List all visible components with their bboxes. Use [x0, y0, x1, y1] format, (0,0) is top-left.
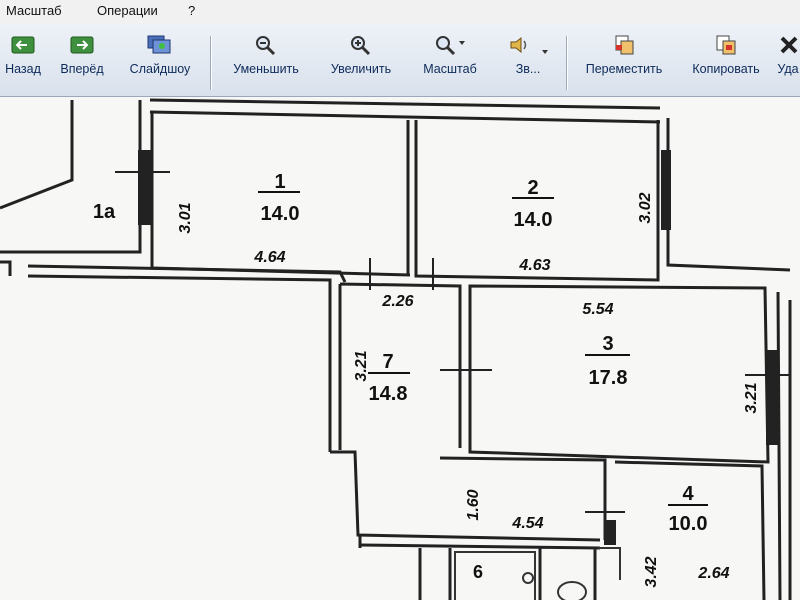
dimension-label: 5.54	[582, 301, 613, 318]
delete-icon	[780, 36, 798, 54]
move-icon	[615, 35, 634, 55]
zoom-out-icon	[256, 36, 276, 56]
move-label: Переместить	[585, 62, 663, 76]
room-1-area: 14.0	[261, 203, 300, 225]
scale-label: Масштаб	[423, 62, 477, 76]
forward-icon	[70, 36, 94, 54]
forward-button[interactable]: Вперёд	[52, 32, 112, 92]
zoom-in-icon	[351, 36, 371, 56]
room-3-area: 17.8	[589, 367, 628, 389]
menu-bar: Масштаб Операции ?	[0, 0, 800, 25]
dimension-label: 3.42	[643, 556, 660, 587]
room-1a-number: 1а	[93, 201, 116, 223]
menu-item-scale[interactable]: Масштаб	[6, 3, 62, 18]
delete-button[interactable]: Уда	[776, 32, 800, 92]
zoom-in-button[interactable]: Увеличить	[318, 32, 404, 92]
floor-plan-view[interactable]: 1а 1 14.0 2 14.0 7 14.8 3 17.8 4 10.0 6 …	[0, 97, 800, 600]
zoom-icon	[436, 36, 465, 56]
zoom-out-label: Уменьшить	[233, 62, 299, 76]
dimension-label: 3.02	[637, 192, 654, 223]
sound-label: Зв...	[515, 62, 541, 76]
room-2-area: 14.0	[514, 209, 553, 231]
slideshow-label: Слайдшоу	[129, 62, 191, 76]
room-4-area: 10.0	[669, 513, 708, 535]
zoom-out-button[interactable]: Уменьшить	[220, 32, 312, 92]
dimension-label: 3.01	[177, 202, 194, 233]
move-button[interactable]: Переместить	[574, 32, 674, 92]
floor-plan-drawing: 1а 1 14.0 2 14.0 7 14.8 3 17.8 4 10.0 6 …	[0, 98, 792, 600]
zoom-in-label: Увеличить	[330, 62, 392, 76]
back-label: Назад	[5, 62, 41, 76]
room-6-number: 6	[473, 562, 483, 582]
back-icon	[11, 36, 35, 54]
forward-label: Вперёд	[60, 62, 104, 76]
delete-label: Уда	[777, 62, 799, 76]
copy-button[interactable]: Копировать	[680, 32, 772, 92]
slideshow-button[interactable]: Слайдшоу	[118, 32, 202, 92]
room-7-number: 7	[382, 351, 393, 373]
room-4-number: 4	[682, 483, 694, 505]
back-button[interactable]: Назад	[0, 32, 46, 92]
dimension-label: 4.64	[253, 249, 285, 266]
dimension-label: 4.63	[518, 257, 550, 274]
room-7-area: 14.8	[369, 383, 408, 405]
copy-label: Копировать	[692, 62, 760, 76]
dimension-label: 3.21	[743, 382, 760, 413]
toolbar-separator	[210, 36, 212, 90]
room-2-number: 2	[527, 177, 538, 199]
dimension-label: 1.60	[465, 489, 482, 520]
menu-item-operations[interactable]: Операции	[97, 3, 158, 18]
dimension-label: 2.64	[697, 565, 729, 582]
room-1-number: 1	[274, 171, 285, 193]
copy-icon	[716, 35, 736, 55]
scale-dropdown-button[interactable]: Масштаб	[410, 32, 490, 92]
menu-item-help[interactable]: ?	[188, 3, 196, 18]
slideshow-icon	[147, 35, 171, 54]
speaker-icon	[510, 36, 548, 54]
toolbar-separator	[566, 36, 568, 90]
room-3-number: 3	[602, 333, 613, 355]
dimension-label: 4.54	[511, 515, 543, 532]
dimension-label: 3.21	[353, 350, 370, 381]
toolbar: Назад Вперёд Слайдшоу Уменьшить Увеличит…	[0, 24, 800, 97]
dimension-label: 2.26	[381, 293, 413, 310]
sound-dropdown-button[interactable]: Зв...	[496, 32, 560, 92]
